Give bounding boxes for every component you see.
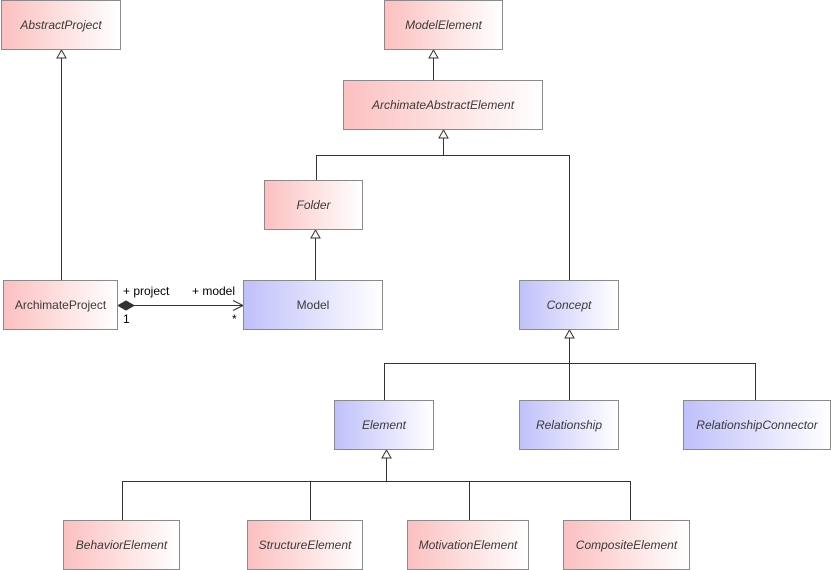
gen-arrowhead-abstractproject bbox=[56, 48, 67, 59]
class-archimateproject[interactable]: ArchimateProject bbox=[3, 280, 118, 330]
role-label-model: + model bbox=[192, 284, 236, 298]
gen-arrowhead-concept bbox=[564, 328, 575, 339]
multiplicity-project: 1 bbox=[123, 312, 130, 326]
role-label-project: + project bbox=[123, 284, 170, 298]
class-archimateabstractelement[interactable]: ArchimateAbstractElement bbox=[343, 80, 543, 130]
class-compositeelement[interactable]: CompositeElement bbox=[563, 520, 690, 570]
class-element[interactable]: Element bbox=[334, 400, 434, 450]
multiplicity-model: * bbox=[232, 312, 237, 326]
class-folder[interactable]: Folder bbox=[264, 180, 363, 230]
class-relationship[interactable]: Relationship bbox=[519, 400, 619, 450]
class-model[interactable]: Model bbox=[243, 280, 383, 330]
class-concept[interactable]: Concept bbox=[519, 280, 619, 330]
composition-diamond bbox=[116, 300, 136, 311]
gen-arrowhead-archimateabstractelement bbox=[438, 128, 449, 139]
gen-arrowhead-modelelement bbox=[428, 48, 439, 59]
class-structureelement[interactable]: StructureElement bbox=[247, 520, 363, 570]
gen-arrowhead-element bbox=[381, 448, 392, 459]
class-behaviorelement[interactable]: BehaviorElement bbox=[63, 520, 180, 570]
class-abstractproject[interactable]: AbstractProject bbox=[1, 0, 121, 50]
gen-arrowhead-folder bbox=[310, 228, 321, 239]
class-modelelement[interactable]: ModelElement bbox=[384, 0, 503, 50]
class-relationshipconnector[interactable]: RelationshipConnector bbox=[683, 400, 831, 450]
class-motivationelement[interactable]: MotivationElement bbox=[407, 520, 529, 570]
generalization-element-children bbox=[122, 481, 631, 520]
